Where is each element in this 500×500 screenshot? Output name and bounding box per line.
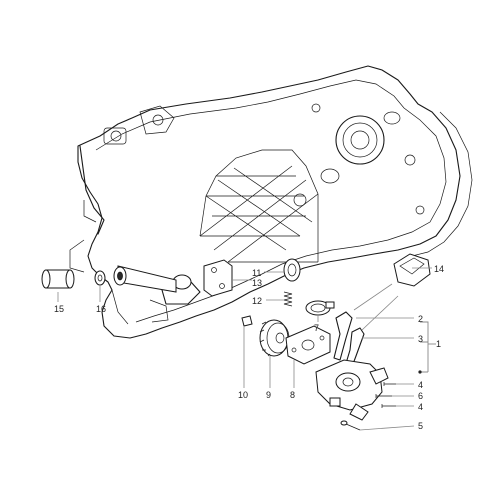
callout-14: 14 bbox=[434, 264, 444, 274]
crankcase-housing bbox=[69, 65, 473, 339]
callout-10: 10 bbox=[238, 390, 248, 400]
callout-7: 7 bbox=[314, 323, 319, 333]
washer-part-16 bbox=[94, 270, 106, 286]
callout-1: 1 bbox=[436, 339, 441, 349]
callout-15: 15 bbox=[54, 304, 64, 314]
callout-12: 12 bbox=[252, 296, 262, 306]
callout-6: 6 bbox=[418, 391, 423, 401]
callout-labels: 1 2 3 4 4 5 6 7 8 9 10 11 12 13 14 15 16 bbox=[54, 264, 444, 431]
leader-lines bbox=[57, 267, 436, 431]
spacer-bushing-part-15 bbox=[41, 269, 75, 289]
callout-4-lower: 4 bbox=[418, 402, 423, 412]
oil-pump-body bbox=[315, 359, 389, 421]
callout-8: 8 bbox=[290, 390, 295, 400]
pump-gasket-part-8 bbox=[285, 325, 331, 365]
gasket-plate-part-13 bbox=[203, 259, 233, 297]
oil-seal-part-11 bbox=[283, 258, 301, 282]
callout-2: 2 bbox=[418, 314, 423, 324]
washer-part-10 bbox=[241, 315, 253, 327]
hose-clamp-part-7 bbox=[305, 300, 335, 316]
callout-3: 3 bbox=[418, 334, 423, 344]
callout-9: 9 bbox=[266, 390, 271, 400]
gear-part-9 bbox=[259, 319, 290, 357]
clamp-ring-part-14 bbox=[393, 253, 431, 287]
callout-11: 11 bbox=[252, 268, 261, 278]
callout-4-upper: 4 bbox=[418, 380, 423, 390]
callout-5: 5 bbox=[418, 421, 423, 431]
screw-parts-4-5-6 bbox=[340, 382, 396, 431]
spring-part-12 bbox=[283, 291, 293, 307]
callout-13: 13 bbox=[252, 278, 262, 288]
callout-16: 16 bbox=[96, 304, 106, 314]
